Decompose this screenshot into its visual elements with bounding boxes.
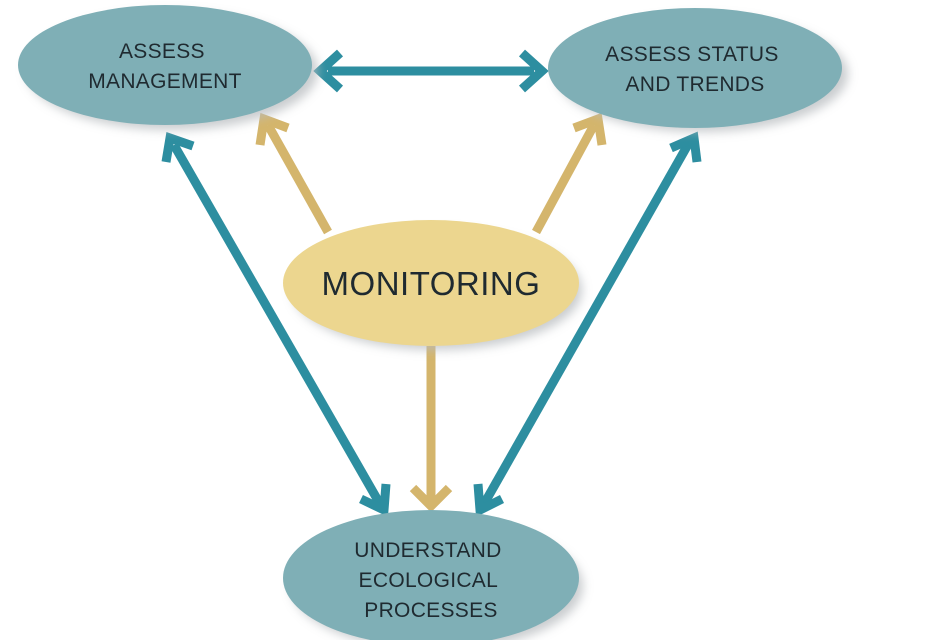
assess-status-line-2: AND TRENDS — [625, 73, 764, 96]
arrow-management-understand — [161, 131, 391, 517]
arrow-status-understand — [473, 131, 702, 518]
assess-management-label: ASSESS MANAGEMENT — [88, 40, 242, 93]
understand-line-3: PROCESSES — [364, 599, 497, 622]
understand-line-2: ECOLOGICAL — [359, 569, 498, 592]
arrow-monitoring-management — [255, 112, 332, 235]
node-assess-status: ASSESS STATUS AND TRENDS — [548, 8, 848, 132]
assess-status-label: ASSESS STATUS AND TRENDS — [605, 43, 785, 96]
monitoring-label: MONITORING — [322, 265, 541, 302]
node-monitoring: MONITORING — [283, 220, 582, 350]
understand-label: UNDERSTAND ECOLOGICAL PROCESSES — [354, 539, 507, 622]
assess-management-line-2: MANAGEMENT — [88, 70, 242, 93]
arrow-monitoring-status — [532, 112, 607, 235]
monitoring-line-1: MONITORING — [322, 265, 541, 302]
assess-management-line-1: ASSESS — [119, 40, 205, 63]
understand-line-1: UNDERSTAND — [354, 539, 501, 562]
arrow-monitoring-understand — [409, 346, 453, 513]
node-understand: UNDERSTAND ECOLOGICAL PROCESSES — [283, 510, 583, 640]
arrow-management-status — [313, 49, 549, 93]
node-assess-management: ASSESS MANAGEMENT — [18, 5, 318, 130]
assess-status-line-1: ASSESS STATUS — [605, 43, 779, 66]
